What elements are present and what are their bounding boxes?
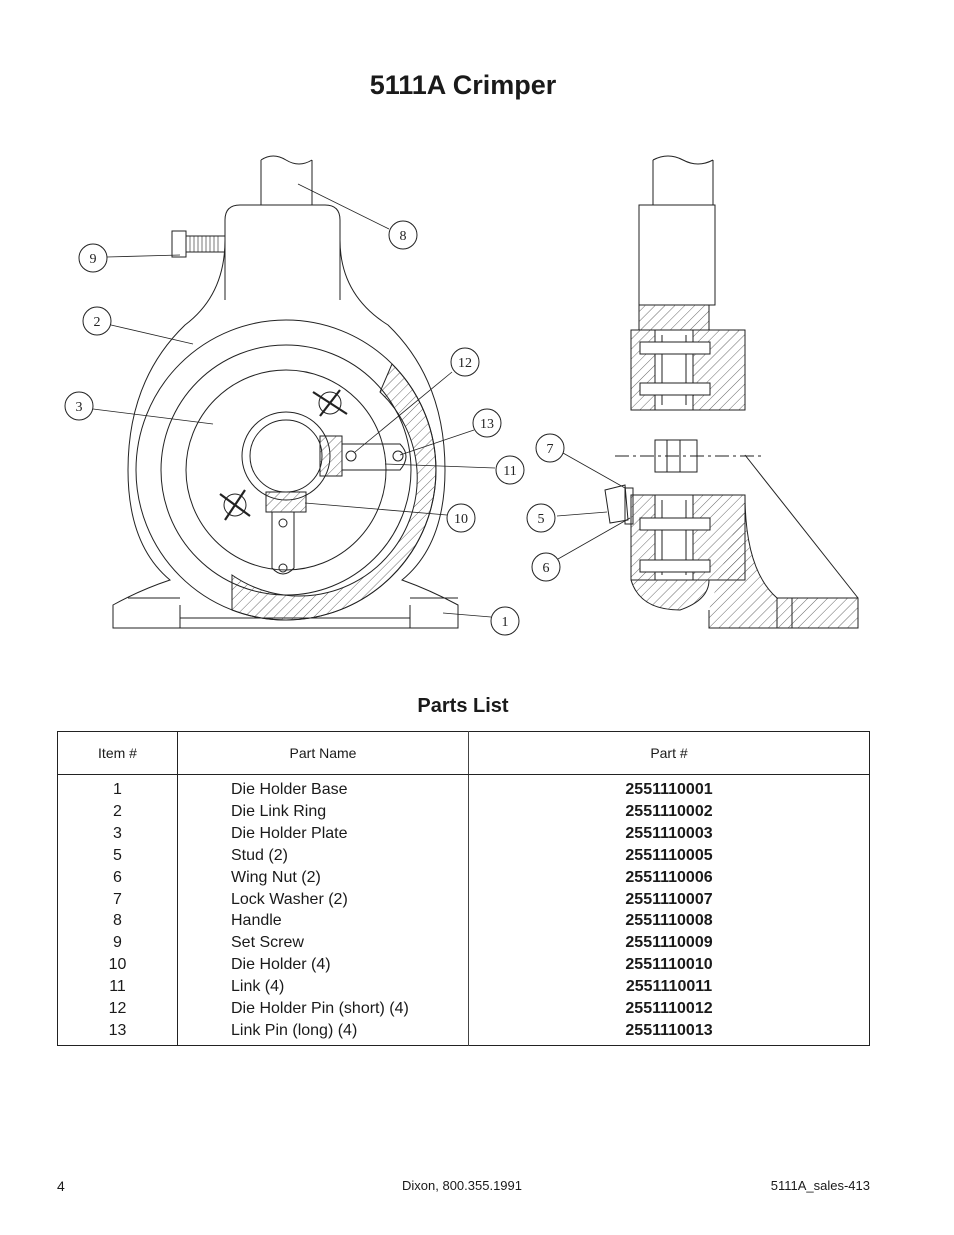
cell-part-name: Wing Nut (2) [177,866,469,889]
crimper-exploded-drawing: 8 9 2 3 12 13 11 10 1 7 5 6 [64,155,859,636]
cell-part-number: 2551110002 [625,802,713,820]
cell-part-number: 2551110010 [625,956,713,974]
cell-item: 6 [57,866,178,889]
cell-part-name: Link (4) [177,976,469,999]
page-number: 4 [57,1178,65,1194]
cell-item: 5 [57,844,178,867]
cell-part-number: 2551110003 [625,824,713,842]
callout-5: 5 [526,503,556,533]
cell-part-number: 2551110007 [625,890,713,908]
svg-text:2: 2 [94,315,101,330]
callout-2: 2 [82,306,112,336]
svg-text:7: 7 [547,442,554,457]
cell-part-name: Set Screw [177,932,469,955]
cell-part-name: Lock Washer (2) [177,888,469,911]
table-header-row: Item # Part Name Part # [57,731,870,775]
cell-part-number: 2551110011 [625,978,713,996]
parts-list-title: Parts List [417,695,509,717]
cell-item: 1 [57,774,178,801]
callout-1: 1 [490,606,520,636]
svg-text:13: 13 [480,417,494,432]
svg-text:12: 12 [458,356,472,371]
cell-part-number: 2551110012 [625,1000,713,1018]
cell-part-name: Die Holder Plate [177,822,469,845]
svg-text:5: 5 [538,512,545,527]
svg-text:9: 9 [90,252,97,267]
callout-6: 6 [531,552,561,582]
svg-text:8: 8 [400,229,407,244]
cell-part-name: Die Holder Base [177,774,469,801]
cell-item: 12 [57,998,178,1020]
cell-item: 8 [57,910,178,933]
cell-part-number: 2551110009 [625,934,713,952]
cell-part-name: Die Link Ring [177,800,469,823]
svg-text:10: 10 [454,512,468,527]
callout-9: 9 [78,243,108,273]
footer-contact: Dixon, 800.355.1991 [402,1178,522,1193]
svg-text:3: 3 [76,400,83,415]
svg-text:11: 11 [503,464,516,479]
cell-part-number: 2551110013 [625,1021,713,1039]
cell-item: 9 [57,932,178,955]
cell-part-number: 2551110008 [625,912,713,930]
callout-12: 12 [450,347,480,377]
cell-item: 2 [57,800,178,823]
svg-text:1: 1 [502,615,509,630]
cell-part-name: Die Holder (4) [177,954,469,977]
cell-item: 11 [57,976,178,999]
page-title: 5111A Crimper [369,70,557,100]
callout-13: 13 [472,408,502,438]
cell-item: 13 [57,1019,178,1046]
callout-10: 10 [446,503,476,533]
footer-doc-code: 5111A_sales-413 [770,1178,870,1193]
cell-part-name: Link Pin (long) (4) [177,1019,469,1046]
cell-part-name: Die Holder Pin (short) (4) [177,998,469,1020]
cell-item: 7 [57,888,178,911]
cell-part-number: 2551110001 [625,781,713,798]
callout-7: 7 [535,433,565,463]
callout-3: 3 [64,391,94,421]
cell-part-name: Stud (2) [177,844,469,867]
callout-8: 8 [388,220,418,250]
callout-11: 11 [495,455,525,485]
cell-part-number: 2551110005 [625,846,713,864]
cell-item: 3 [57,822,178,845]
cell-item: 10 [57,954,178,977]
header-part-name: Part Name [177,731,469,775]
cell-part-name: Handle [177,910,469,933]
svg-text:6: 6 [543,561,550,576]
callout-bubbles: 8 9 2 3 12 13 11 10 1 7 5 6 [64,220,565,636]
header-part-number: Part # [468,731,870,775]
cell-part-number: 2551110006 [625,868,713,886]
header-item: Item # [57,731,178,775]
